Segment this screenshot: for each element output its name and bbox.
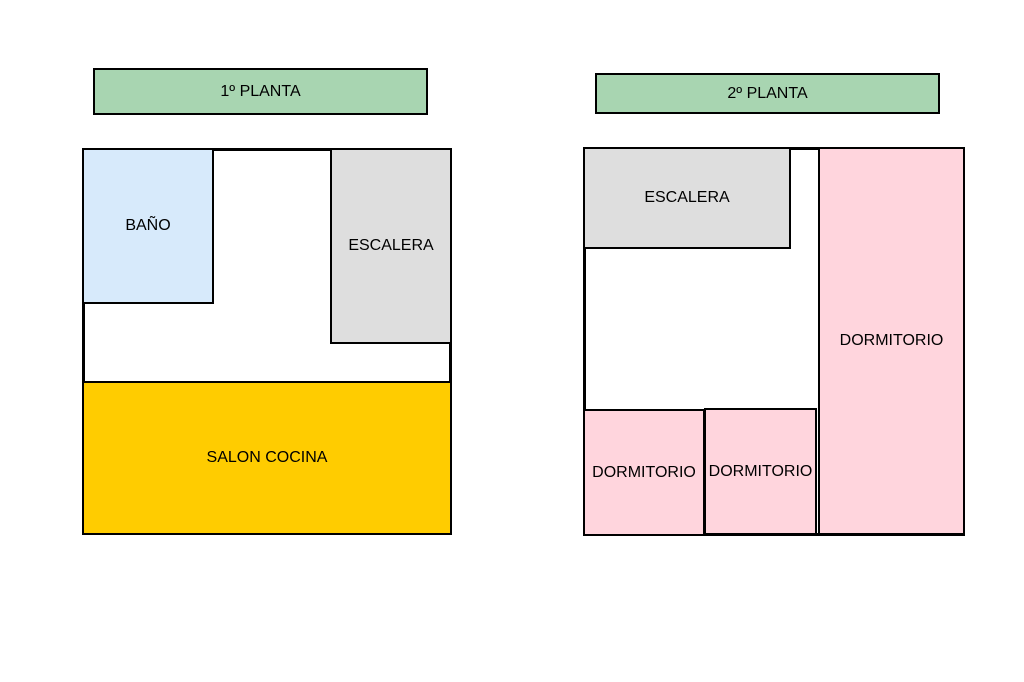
first-floor-bathroom: BAÑO — [82, 148, 214, 304]
first-floor-bathroom-label: BAÑO — [125, 217, 171, 234]
second-floor-stairs-label: ESCALERA — [644, 189, 730, 206]
first-floor-stairs: ESCALERA — [330, 148, 452, 344]
second-floor-title: 2º PLANTA — [595, 73, 940, 114]
first-floor-title: 1º PLANTA — [93, 68, 428, 115]
second-floor-stairs: ESCALERA — [583, 147, 791, 249]
second-floor-bedroom-center: DORMITORIO — [704, 408, 817, 535]
second-floor-bedroom-left-label: DORMITORIO — [592, 463, 696, 481]
first-floor-stairs-label: ESCALERA — [348, 237, 434, 254]
second-floor-bedroom-left: DORMITORIO — [583, 409, 705, 536]
second-floor-bedroom-right: DORMITORIO — [818, 147, 965, 535]
first-floor-title-label: 1º PLANTA — [220, 82, 301, 100]
first-floor-living-kitchen-label: SALON COCINA — [206, 449, 328, 466]
second-floor-bedroom-right-label: DORMITORIO — [839, 332, 944, 349]
first-floor-living-kitchen: SALON COCINA — [82, 381, 452, 535]
second-floor-bedroom-center-label: DORMITORIO — [708, 462, 813, 480]
second-floor-title-label: 2º PLANTA — [727, 84, 808, 102]
